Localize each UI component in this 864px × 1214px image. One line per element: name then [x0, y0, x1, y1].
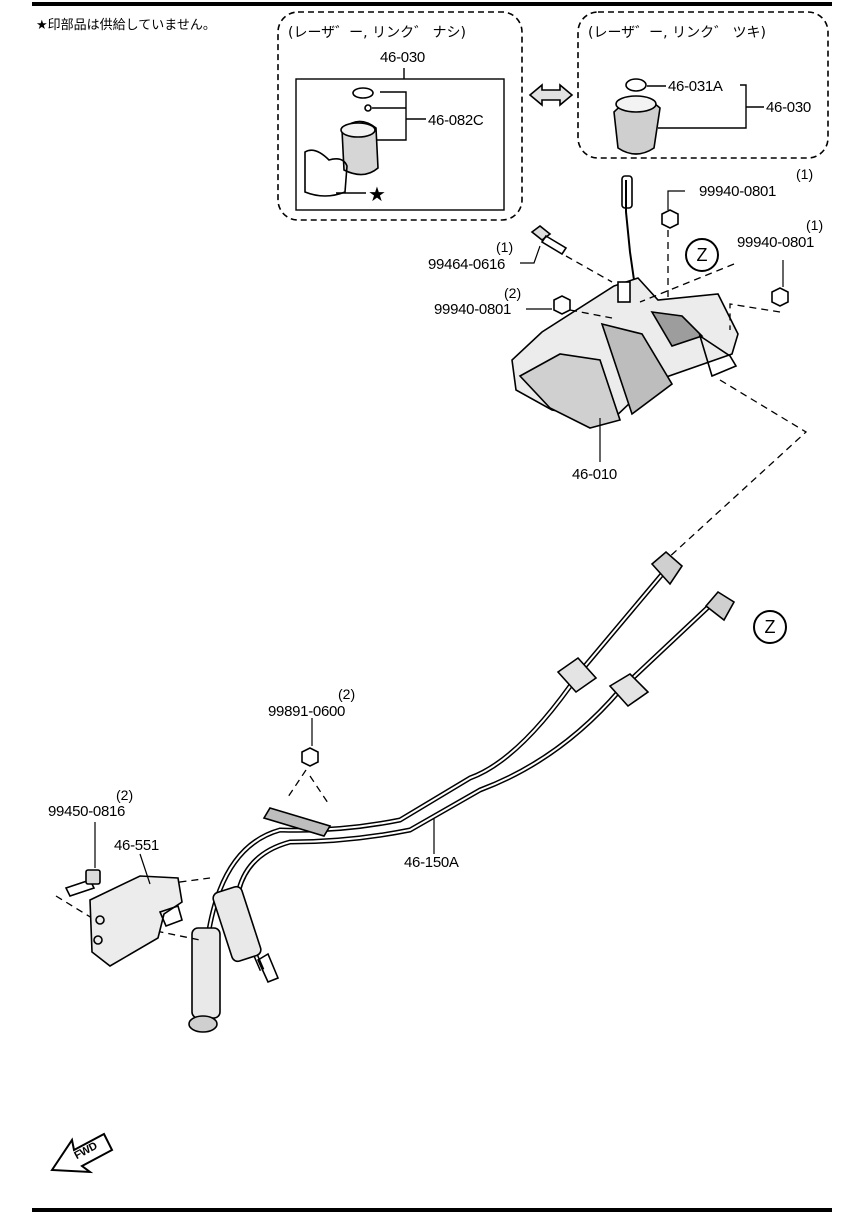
part-number-99464-0616: 99464-0616	[428, 256, 506, 273]
lever-bolt	[530, 224, 568, 256]
shift-cable-assembly	[188, 550, 736, 1033]
nut-left	[553, 295, 571, 315]
ref-mark-z-cable: Z	[753, 610, 787, 644]
supply-note-text: 印部品は供給していません。	[47, 18, 216, 33]
part-number-99940-0801-left: 99940-0801	[434, 301, 512, 318]
part-number-46-010: 46-010	[572, 466, 617, 483]
star-icon: ★	[36, 18, 48, 33]
nut-right	[771, 287, 789, 307]
bracket-bolt	[64, 869, 101, 897]
part-number-99891-0600: 99891-0600	[268, 703, 346, 720]
part-number-46-031a: 46-031A	[668, 78, 723, 95]
top-rule	[32, 2, 832, 6]
shift-knob-left	[304, 87, 379, 197]
nut-top-right	[661, 209, 679, 229]
bottom-rule	[32, 1208, 832, 1212]
part-number-99940-0801-top: 99940-0801	[699, 183, 777, 200]
variant-box-left	[277, 11, 523, 221]
part-number-46-082c: 46-082C	[428, 112, 484, 129]
qty-nut-top-right: (1)	[796, 166, 814, 182]
cable-nut	[301, 747, 319, 767]
part-number-46-030-left: 46-030	[380, 49, 425, 66]
fwd-arrow-icon	[50, 1132, 114, 1174]
shift-knob-right	[613, 78, 661, 155]
qty-cable-nut: (2)	[338, 686, 356, 702]
part-number-99450-0816: 99450-0816	[48, 803, 126, 820]
part-number-46-551: 46-551	[114, 837, 159, 854]
qty-nut-left: (2)	[504, 285, 522, 301]
shift-lever-assembly	[511, 175, 739, 429]
part-number-46-030-right: 46-030	[766, 99, 811, 116]
ref-mark-z-top: Z	[685, 238, 719, 272]
qty-bolt-lever: (1)	[496, 239, 514, 255]
qty-nut-right: (1)	[806, 217, 824, 233]
variant-caption-right: (レーザ゛ー, リンク゛ ツキ)	[588, 25, 766, 41]
knob-kit-frame	[295, 78, 505, 211]
supply-note: ★印部品は供給していません。	[36, 19, 216, 33]
part-number-99940-0801-right: 99940-0801	[737, 234, 815, 251]
part-number-46-150a: 46-150A	[404, 854, 459, 871]
star-mark: ★	[368, 184, 386, 206]
cable-bracket	[89, 875, 183, 967]
qty-bracket-bolt: (2)	[116, 787, 134, 803]
variant-caption-left: (レーザ゛ー, リンク゛ ナシ)	[288, 25, 466, 41]
interchange-arrow-icon	[528, 83, 574, 107]
variant-box-right	[577, 11, 829, 159]
